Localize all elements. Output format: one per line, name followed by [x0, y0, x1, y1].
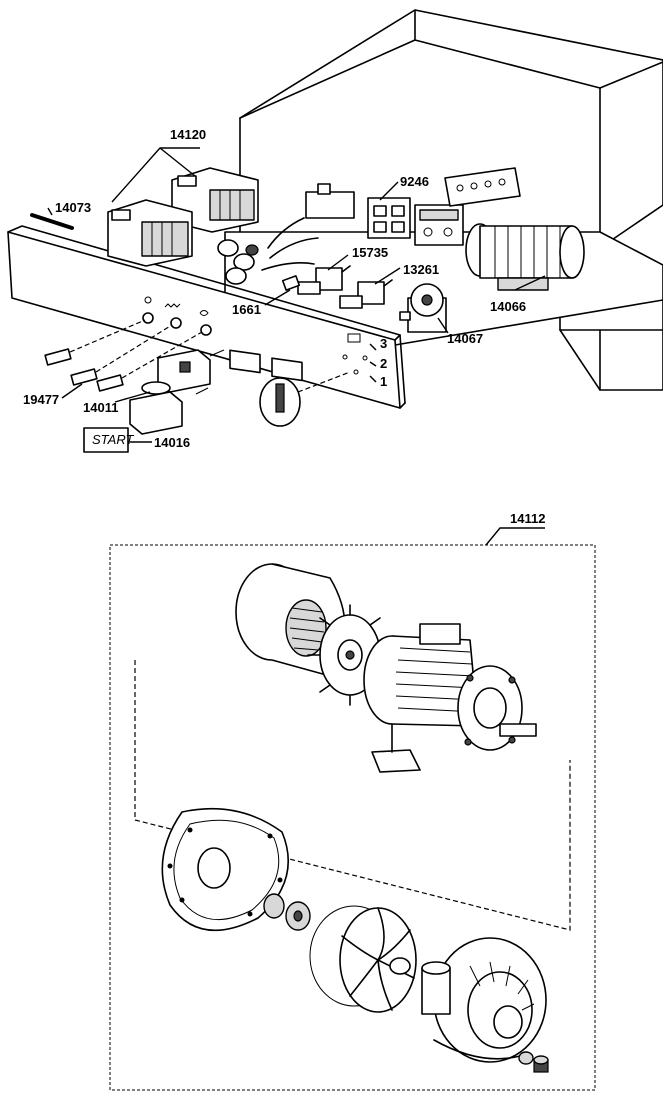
switch-13261	[339, 279, 393, 309]
timer-unit-14066	[465, 223, 585, 291]
selector-position-2: 2	[380, 356, 387, 371]
rotary-switch-14067	[399, 283, 447, 333]
leader-lines-upper	[47, 147, 546, 443]
callout-14073: 14073	[55, 200, 91, 215]
selector-position-1: 1	[380, 374, 387, 389]
pump-housing	[421, 937, 547, 1063]
fan-cover	[235, 563, 346, 677]
callout-14120: 14120	[170, 127, 206, 142]
callout-1661: 1661	[232, 302, 261, 317]
lamp-1661	[281, 275, 301, 291]
callout-15735: 15735	[352, 245, 388, 260]
control-box-housing	[7, 9, 663, 409]
callout-9246: 9246	[400, 174, 429, 189]
selector-knob	[259, 371, 351, 427]
callout-14011: 14011	[83, 400, 118, 415]
callout-14016: 14016	[154, 435, 190, 450]
terminal-strip	[444, 167, 521, 207]
contactor-upper	[171, 167, 259, 233]
callout-14066: 14066	[490, 299, 526, 314]
start-text: START	[92, 432, 134, 447]
relay-block	[414, 204, 464, 246]
pump-kit-frame	[109, 527, 596, 1091]
switch-15735	[297, 265, 351, 295]
callout-13261: 13261	[403, 262, 439, 277]
push-button-14011	[129, 349, 225, 435]
explode-guide	[134, 660, 571, 931]
indicator-lamps-19477	[44, 319, 203, 392]
impeller	[339, 907, 417, 1013]
pump-back-plate	[161, 807, 289, 931]
selector-position-3: 3	[380, 336, 387, 351]
contactor-lower	[107, 199, 193, 267]
callout-14067: 14067	[447, 331, 483, 346]
callout-19477: 19477	[23, 392, 59, 407]
drain-plug	[518, 1051, 549, 1073]
start-button-14016: START	[83, 427, 134, 453]
callout-14112: 14112	[510, 511, 545, 526]
pump-motor	[363, 623, 537, 773]
capacitor-cluster	[217, 183, 355, 285]
tool-14073	[30, 213, 74, 230]
mechanical-seal	[263, 893, 311, 931]
terminal-block-9246	[367, 197, 411, 239]
